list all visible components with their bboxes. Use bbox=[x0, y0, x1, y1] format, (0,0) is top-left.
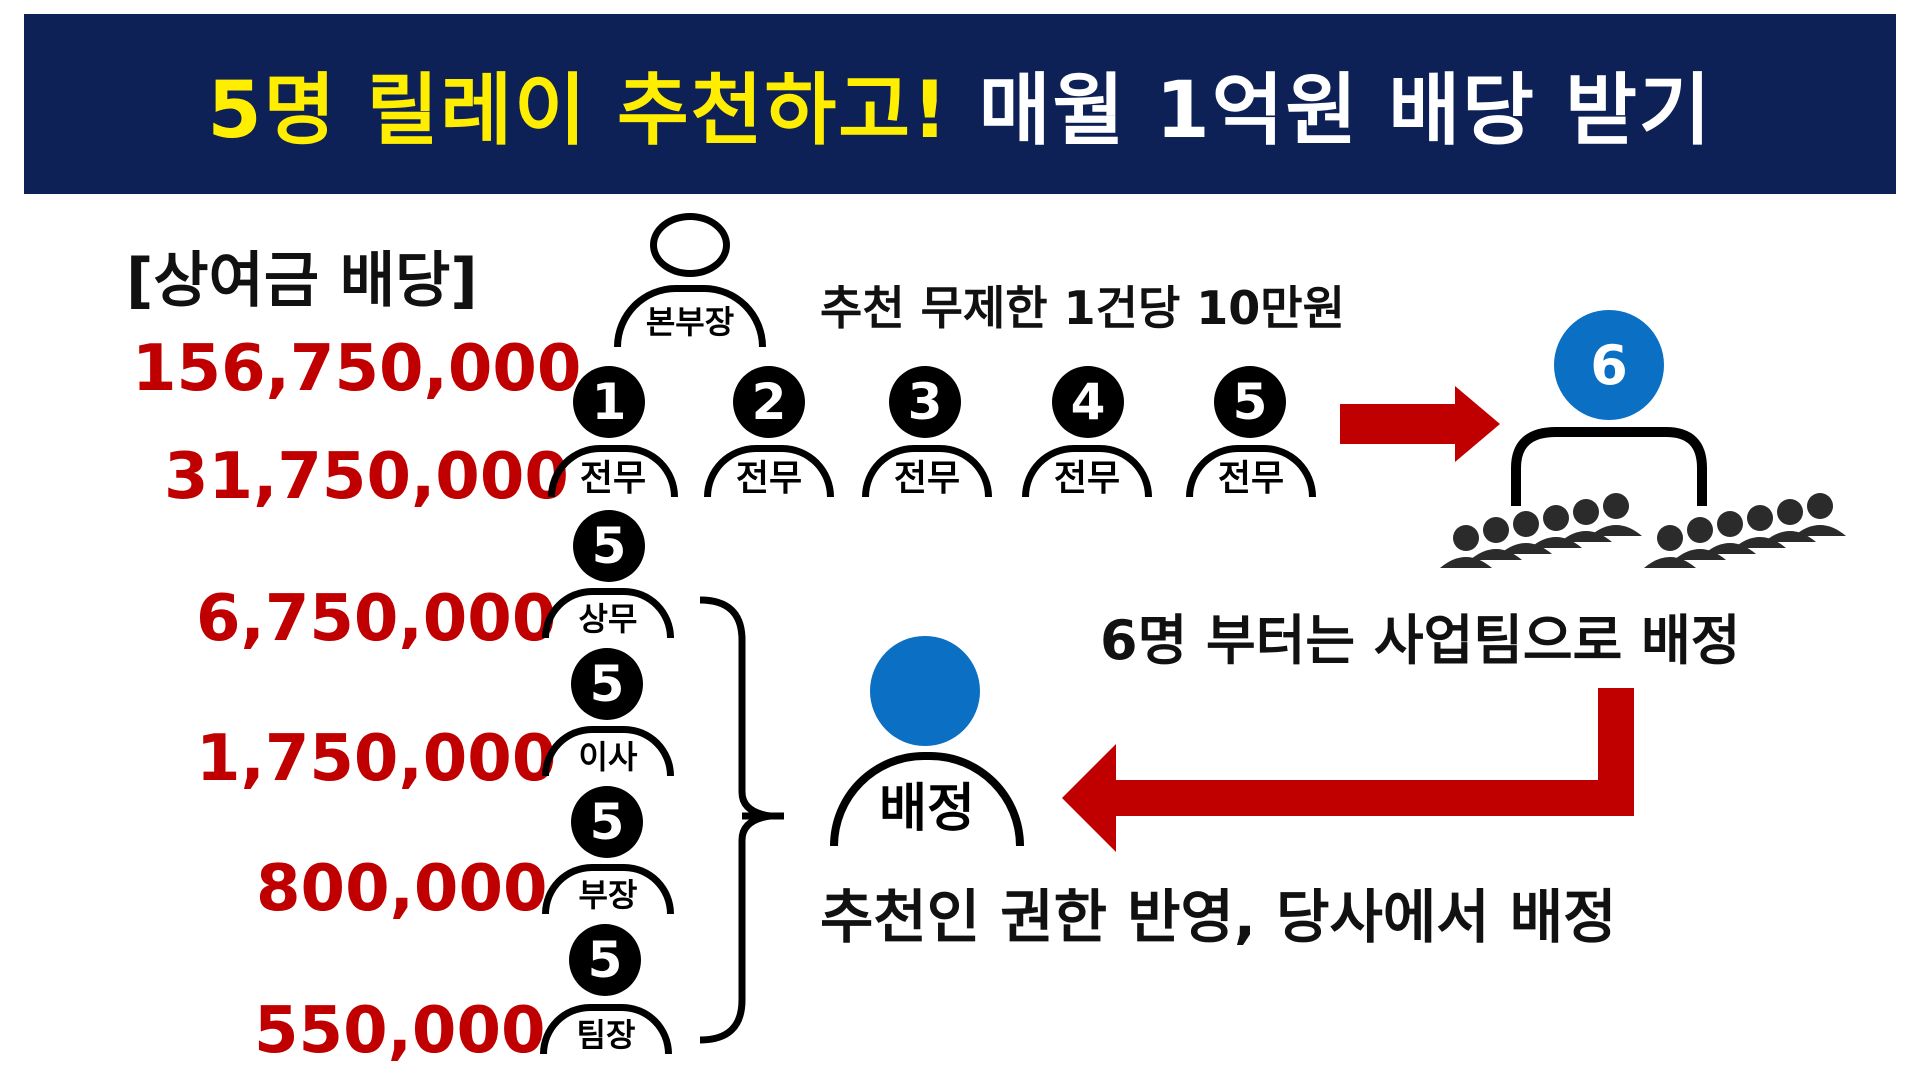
unlimited-note: 추천 무제한 1건당 10만원 bbox=[820, 281, 1345, 335]
title-banner: 5명 릴레이 추천하고! 매월 1억원 배당 받기 bbox=[24, 14, 1896, 194]
recruit-label-4: 전무 bbox=[1053, 457, 1121, 499]
recruit-body-5: 전무 bbox=[1186, 445, 1316, 499]
recruit-label-3: 전무 bbox=[893, 457, 961, 499]
chain-number-1: 5 bbox=[573, 510, 645, 582]
chain-label-2: 이사 bbox=[578, 737, 638, 776]
team-note: 6명 부터는 사업팀으로 배정 bbox=[1100, 609, 1741, 672]
amount-director: 1,750,000 bbox=[196, 722, 557, 796]
sixth-person-circle: 6 bbox=[1554, 310, 1664, 420]
title-highlight: 5명 릴레이 추천하고! bbox=[207, 66, 950, 156]
amount-headquarters: 156,750,000 bbox=[132, 332, 582, 406]
top-person-label: 본부장 bbox=[645, 302, 735, 341]
amount-team-leader: 550,000 bbox=[254, 994, 546, 1068]
team-group-left-icon bbox=[1440, 493, 1642, 568]
arrow-elbow-icon bbox=[1062, 688, 1634, 852]
chain-bracket bbox=[699, 596, 771, 1044]
chain-label-3: 부장 bbox=[578, 875, 638, 914]
assigned-person-body: 배정 bbox=[830, 752, 1024, 846]
amount-executive: 31,750,000 bbox=[164, 440, 569, 514]
amount-manager: 800,000 bbox=[256, 852, 548, 926]
recruit-number-2: 2 bbox=[733, 366, 805, 438]
title-rest: 매월 1억원 배당 받기 bbox=[949, 66, 1713, 156]
section-label: [상여금 배당] bbox=[126, 246, 478, 316]
chain-number-2: 5 bbox=[571, 648, 643, 720]
assign-note: 추천인 권한 반영, 당사에서 배정 bbox=[820, 883, 1617, 951]
team-group-right-icon bbox=[1644, 493, 1846, 568]
recruit-number-3: 3 bbox=[889, 366, 961, 438]
chain-label-4: 팀장 bbox=[576, 1015, 636, 1054]
assigned-person-label: 배정 bbox=[879, 778, 975, 839]
recruit-label-1: 전무 bbox=[579, 457, 647, 499]
chain-number-4: 5 bbox=[569, 924, 641, 996]
recruit-label-5: 전무 bbox=[1217, 457, 1285, 499]
recruit-number-1: 1 bbox=[573, 366, 645, 438]
team-connector bbox=[1511, 427, 1707, 506]
chain-label-1: 상무 bbox=[578, 599, 638, 638]
recruit-number-5: 5 bbox=[1214, 366, 1286, 438]
top-person-head-icon bbox=[650, 213, 730, 277]
arrow-right-icon bbox=[1340, 386, 1500, 462]
amount-managing: 6,750,000 bbox=[196, 582, 557, 656]
recruit-number-4: 4 bbox=[1052, 366, 1124, 438]
assigned-person-head bbox=[870, 636, 980, 746]
recruit-label-2: 전무 bbox=[735, 457, 803, 499]
chain-number-3: 5 bbox=[571, 786, 643, 858]
